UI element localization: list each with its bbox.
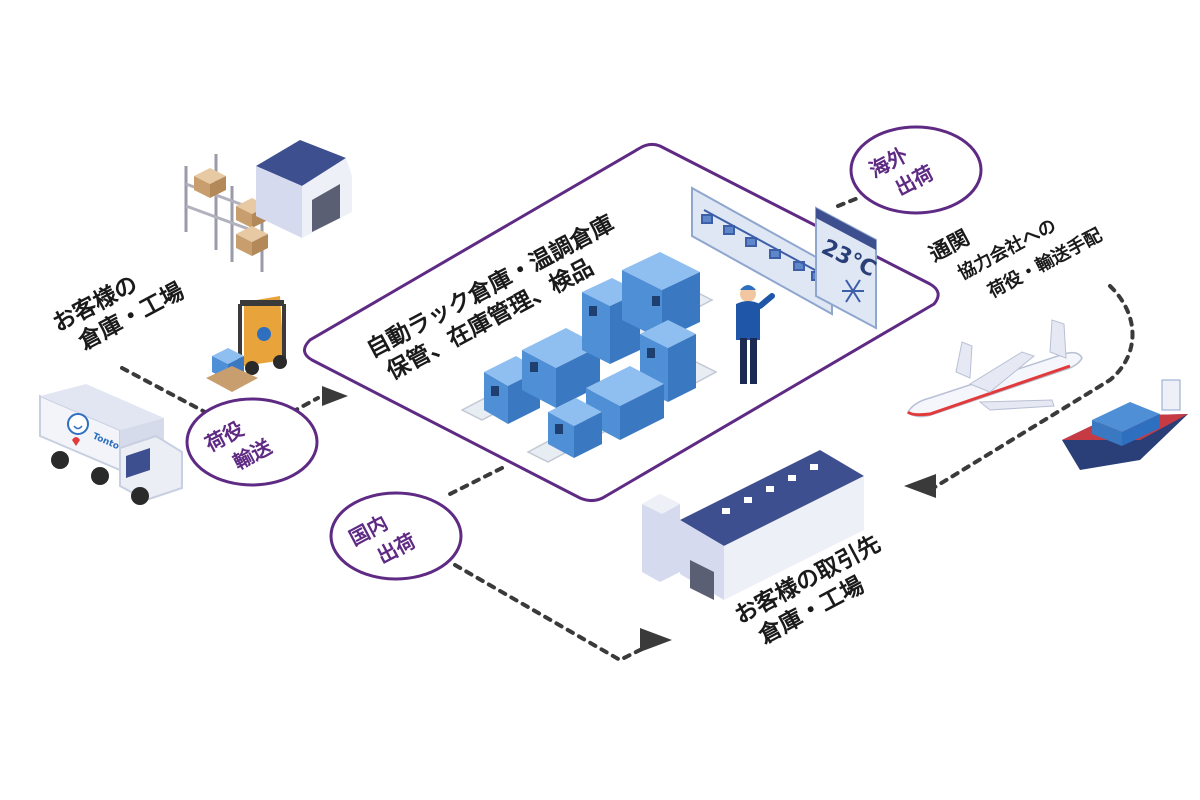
cargo-ship bbox=[1062, 379, 1188, 470]
badge-overseas-shipping: 海外 出荷 bbox=[849, 125, 983, 215]
flow-center-to-overseas bbox=[836, 196, 860, 208]
customer-warehouse-illustration: お客様の 倉庫・工場 bbox=[48, 140, 352, 392]
crate-6 bbox=[586, 366, 664, 440]
center-facility-panel: 23℃ 自動ラック倉庫・温調倉庫 保管、在庫管理、検品 bbox=[303, 142, 940, 503]
arrowhead-to-destination bbox=[640, 628, 672, 652]
crate-1 bbox=[484, 356, 540, 424]
arrowhead-cargo-to-center bbox=[322, 386, 348, 406]
flow-customs-to-destination bbox=[928, 284, 1135, 492]
flow-customer-to-cargo bbox=[120, 366, 207, 414]
delivery-truck: Tonto bbox=[39, 384, 183, 505]
flow-domestic-to-destination bbox=[453, 563, 652, 663]
customer-warehouse-building bbox=[256, 140, 352, 238]
storage-crates bbox=[484, 252, 700, 458]
flow-center-to-domestic bbox=[448, 466, 504, 496]
destination-warehouse-illustration: お客様の取引先 倉庫・工場 bbox=[642, 450, 885, 650]
crate-2 bbox=[522, 328, 600, 408]
snowflake-icon bbox=[842, 279, 864, 303]
customs-info: 通関 協力会社への 荷役・輸送手配 bbox=[925, 214, 1106, 302]
arrowhead-overseas-to-destination bbox=[904, 474, 936, 498]
control-monitor bbox=[691, 186, 833, 316]
badge-cargo-transport: 荷役 輸送 bbox=[185, 397, 319, 487]
airplane bbox=[906, 319, 1083, 418]
temperature-panel: 23℃ bbox=[815, 206, 880, 330]
arrowheads bbox=[322, 386, 936, 652]
crate-7 bbox=[548, 398, 602, 458]
forklift bbox=[206, 296, 287, 392]
warehouse-worker bbox=[736, 285, 775, 384]
roof-skylights bbox=[722, 464, 818, 514]
badge-domestic-shipping: 国内 出荷 bbox=[329, 491, 463, 581]
